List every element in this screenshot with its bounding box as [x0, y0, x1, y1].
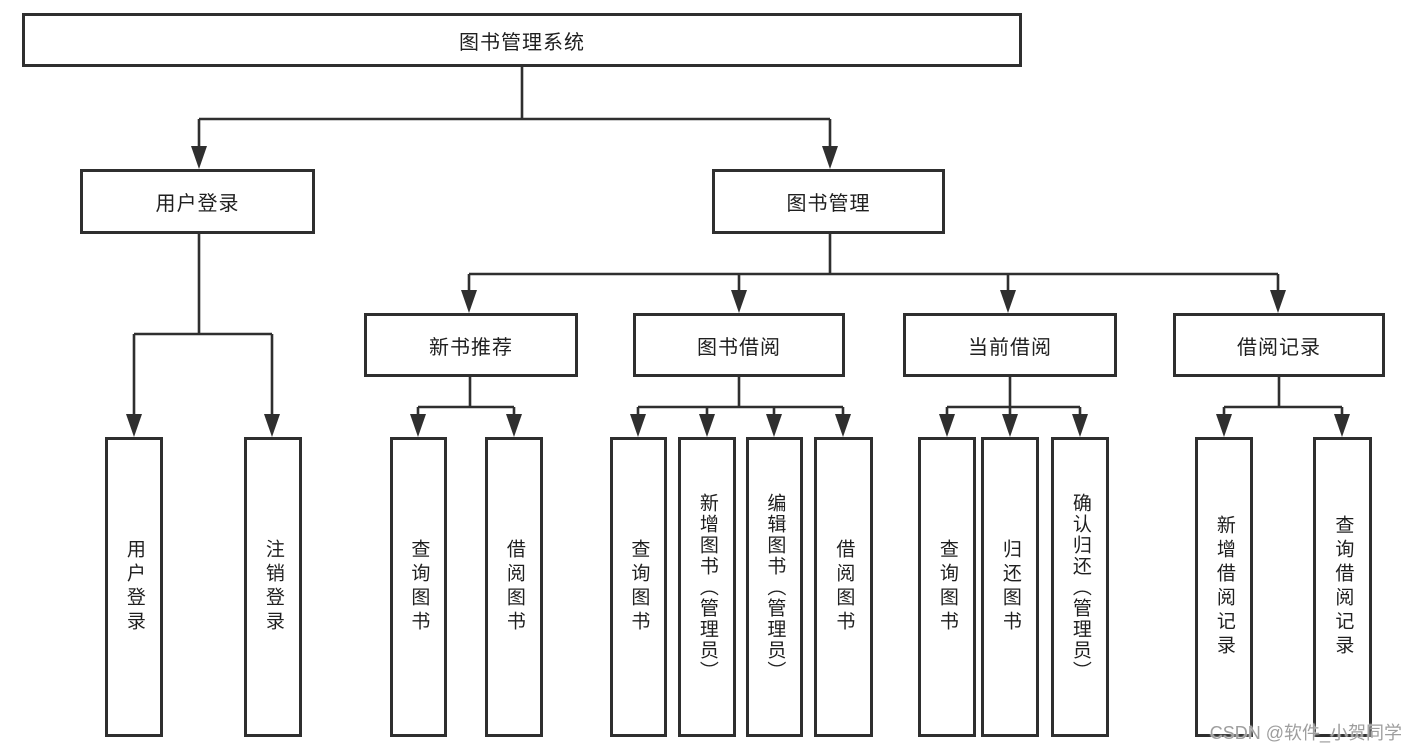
- node-book-borrow: 图书借阅: [633, 313, 845, 377]
- arrowheads: [126, 146, 1350, 437]
- leaf-borrow-book-1-label: 借阅图书: [503, 539, 525, 635]
- leaf-add-borrow-record: 新增借阅记录: [1195, 437, 1253, 737]
- node-current-borrow: 当前借阅: [903, 313, 1117, 377]
- leaf-user-login: 用户登录: [105, 437, 163, 737]
- leaf-user-login-label: 用户登录: [123, 539, 145, 635]
- leaf-query-book-2: 查询图书: [610, 437, 667, 737]
- node-new-book-recommend: 新书推荐: [364, 313, 578, 377]
- leaf-logout: 注销登录: [244, 437, 302, 737]
- node-user-login-label: 用户登录: [155, 193, 240, 215]
- node-root-label: 图书管理系统: [459, 31, 585, 54]
- node-root: 图书管理系统: [22, 13, 1022, 67]
- node-new-book-recommend-label: 新书推荐: [429, 336, 513, 359]
- leaf-query-book-2-label: 查询图书: [628, 539, 650, 635]
- node-borrow-record: 借阅记录: [1173, 313, 1385, 377]
- leaf-return-book-label: 归还图书: [999, 539, 1021, 635]
- leaf-add-borrow-record-label: 新增借阅记录: [1213, 515, 1235, 659]
- leaf-edit-book-admin: 编辑图书（管理员）: [746, 437, 803, 737]
- leaf-confirm-return-admin: 确认归还（管理员）: [1051, 437, 1109, 737]
- leaf-query-book-3: 查询图书: [918, 437, 976, 737]
- node-borrow-record-label: 借阅记录: [1237, 336, 1321, 359]
- leaf-add-book-admin-label: 新增图书（管理员）: [696, 492, 718, 682]
- leaf-return-book: 归还图书: [981, 437, 1039, 737]
- node-user-login: 用户登录: [80, 169, 315, 234]
- leaf-logout-label: 注销登录: [262, 539, 284, 635]
- leaf-query-borrow-record: 查询借阅记录: [1313, 437, 1372, 737]
- leaf-confirm-return-admin-label: 确认归还（管理员）: [1069, 492, 1091, 682]
- leaf-query-book-3-label: 查询图书: [936, 539, 958, 635]
- csdn-watermark: CSDN @软件_小贺同学: [1209, 723, 1402, 743]
- leaf-borrow-book-2: 借阅图书: [814, 437, 873, 737]
- node-book-borrow-label: 图书借阅: [697, 336, 781, 359]
- leaf-borrow-book-2-label: 借阅图书: [833, 539, 855, 635]
- leaf-add-book-admin: 新增图书（管理员）: [678, 437, 736, 737]
- node-current-borrow-label: 当前借阅: [968, 336, 1052, 359]
- node-book-management-label: 图书管理: [786, 193, 871, 215]
- leaf-query-book-1: 查询图书: [390, 437, 447, 737]
- leaf-query-borrow-record-label: 查询借阅记录: [1332, 515, 1354, 659]
- leaf-borrow-book-1: 借阅图书: [485, 437, 543, 737]
- leaf-edit-book-admin-label: 编辑图书（管理员）: [764, 492, 786, 682]
- node-book-management: 图书管理: [712, 169, 945, 234]
- leaf-query-book-1-label: 查询图书: [408, 539, 430, 635]
